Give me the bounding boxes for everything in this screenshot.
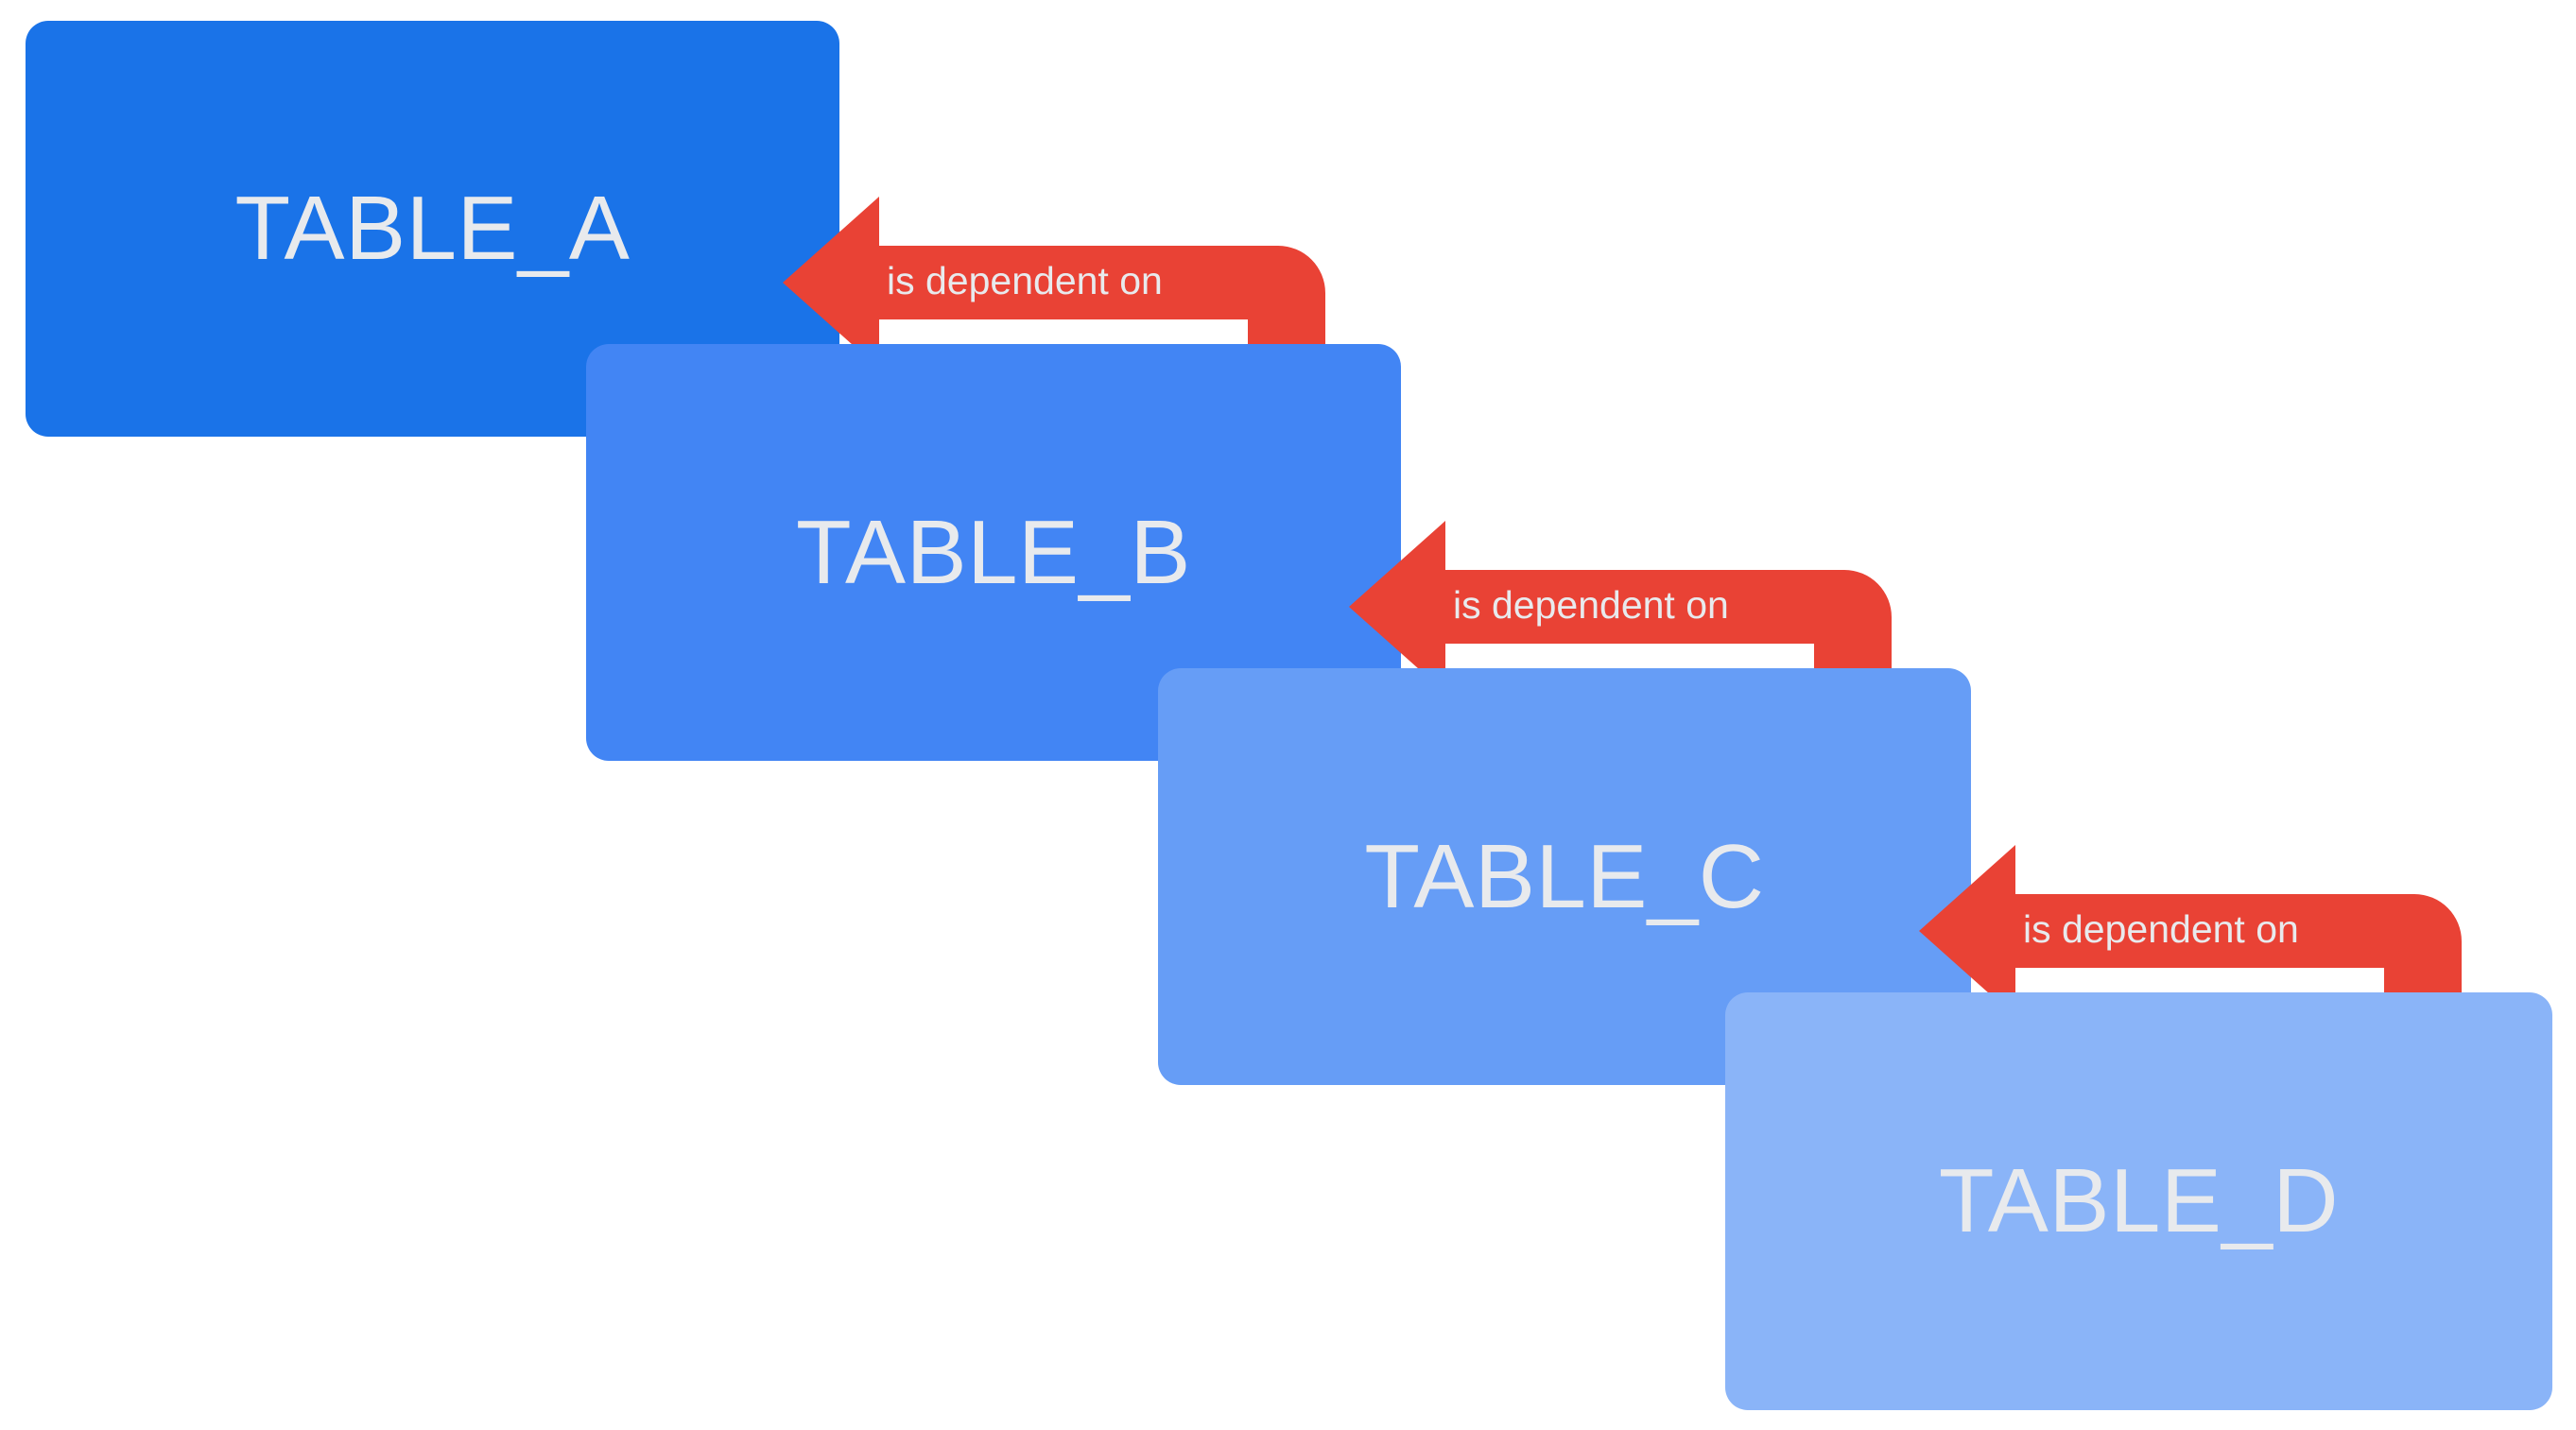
node-table-c-label: TABLE_C — [1364, 825, 1765, 927]
edge-arrow-b-c-icon — [1349, 521, 1892, 729]
node-table-a-label: TABLE_A — [234, 178, 631, 279]
node-table-d-label: TABLE_D — [1938, 1150, 2340, 1251]
edge-arrow-a-b-icon — [783, 197, 1325, 405]
node-table-b-label: TABLE_B — [796, 501, 1191, 603]
node-table-d[interactable]: TABLE_D — [1725, 992, 2552, 1410]
node-table-a[interactable]: TABLE_A — [26, 21, 839, 437]
edge-arrow-c-d-icon — [1919, 845, 2462, 1053]
